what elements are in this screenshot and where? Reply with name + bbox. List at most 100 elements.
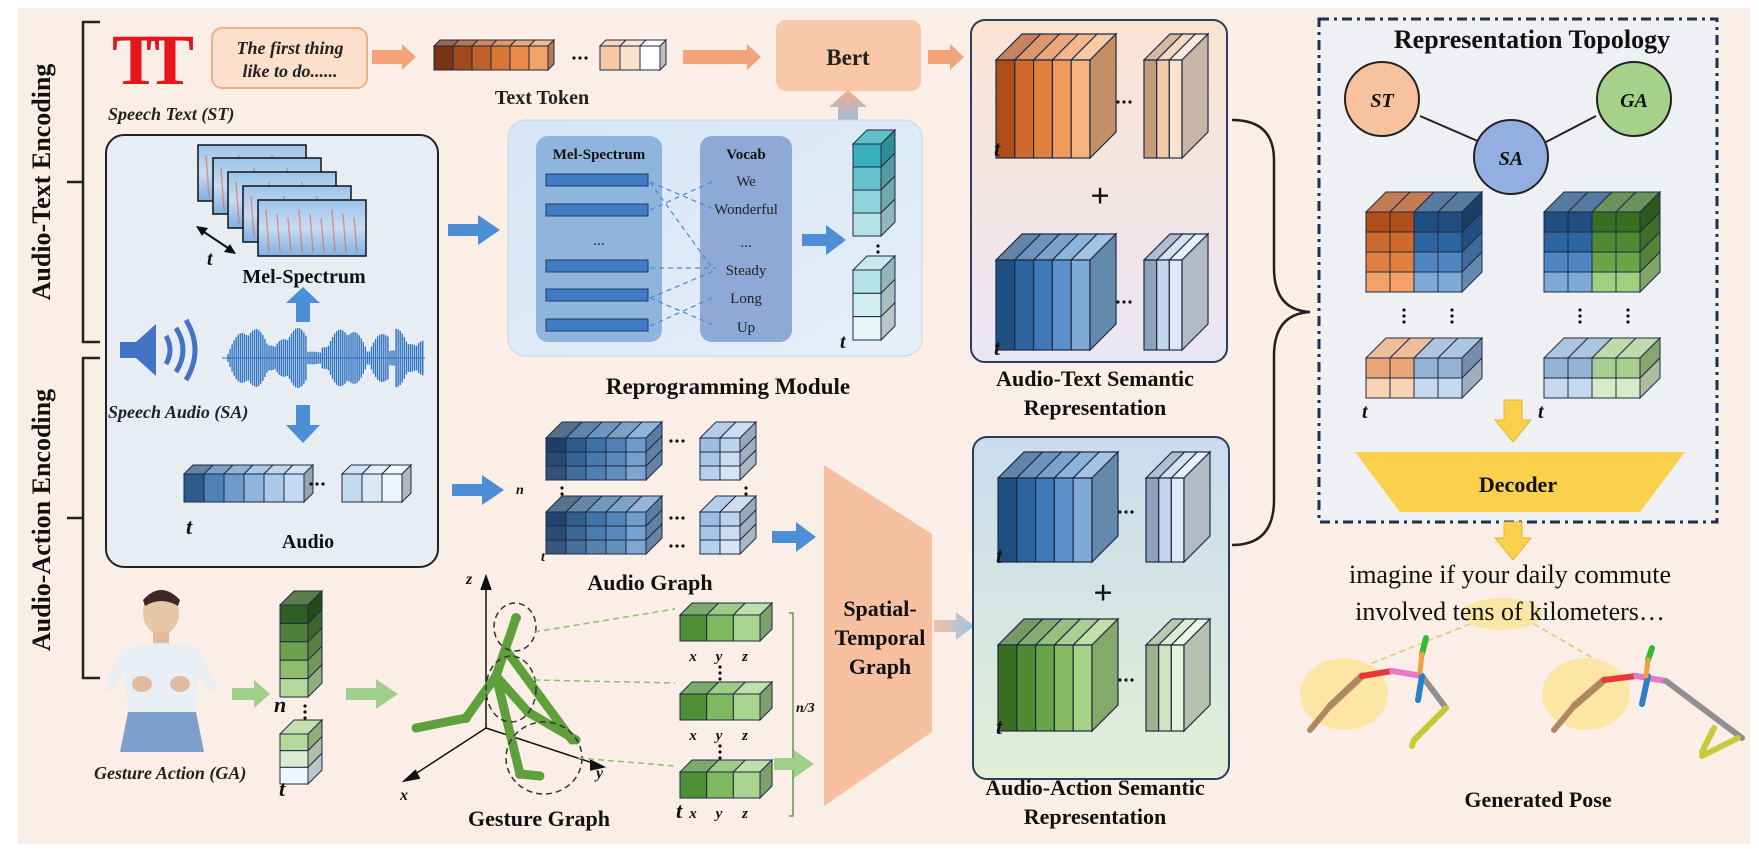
text-token-dots (572, 56, 588, 60)
axis-y-label: y (594, 765, 604, 782)
st-node-label: ST (1370, 90, 1394, 112)
at-t-top: t (994, 136, 1001, 161)
avatar-figure (104, 590, 218, 752)
aa-blue-dots (1118, 510, 1134, 514)
attention-dashed-lines (649, 179, 717, 327)
audio-down-arrow (286, 405, 320, 443)
audio-strip-tail (340, 463, 413, 504)
bert-up-arrow (829, 90, 867, 121)
at-orange-block-main (994, 32, 1118, 160)
caption-line-2: involved tens of kilometers… (1355, 597, 1665, 626)
xyz-block-2-y-label: y (714, 728, 723, 744)
text-token-strip (432, 38, 668, 72)
xyz-dots-1 (718, 665, 722, 681)
xyz-block-2 (678, 680, 774, 722)
representation-topology-title: Representation Topology (1394, 25, 1670, 54)
xyz-block-1-y-label: y (714, 649, 723, 665)
audio-graph-cube-top-left (544, 420, 664, 482)
speaker-icon (120, 318, 198, 382)
audio-graph-t-label: t (541, 550, 546, 565)
aa-blue-block-tail (1144, 450, 1212, 564)
audio-waveform (222, 328, 425, 388)
mel-token-bars (545, 173, 649, 332)
sa-node-label: SA (1499, 148, 1523, 170)
st-graph-label-line-1: Spatial- (843, 596, 916, 621)
st-graph-label-line-2: Temporal (835, 625, 926, 650)
audio-strip-main (182, 463, 315, 504)
gesture-column-top (278, 589, 324, 699)
xyz-bracket (789, 612, 794, 817)
arrow-to-st-graph (772, 522, 816, 552)
decoder-trapezoid (1355, 452, 1685, 512)
audio-graph-n-label: n (516, 483, 524, 498)
at-semantic-label-line-1: Audio-Text Semantic (996, 366, 1194, 391)
arrow-to-audio-graph (452, 475, 504, 505)
axis-x-label: x (399, 787, 408, 804)
at-plus-sign: + (1090, 178, 1109, 215)
aa-blue-block-main (996, 450, 1120, 564)
semantic-blocks (994, 32, 1212, 733)
aa-green-block-main (996, 617, 1120, 733)
axis-z-label: z (465, 571, 473, 588)
aa-plus-sign: + (1093, 575, 1112, 612)
at-semantic-label-line-2: Representation (1024, 395, 1167, 420)
vocab-title: Vocab (726, 147, 765, 163)
topology-sa-ga-cube (1542, 190, 1662, 294)
topology-left-dots-a (1402, 308, 1406, 324)
mel-token-bar-3 (545, 259, 649, 273)
mel-up-arrow (286, 287, 320, 322)
n-over-3-label: n/3 (796, 701, 815, 716)
xyz-block-3-z-label: z (741, 806, 748, 822)
reprogramming-mel-ellipsis: ... (593, 233, 604, 249)
joint-links (533, 608, 676, 767)
sa-node (1473, 119, 1549, 195)
gesture-column-bottom (278, 718, 324, 786)
gesture-graph-label: Gesture Graph (468, 806, 610, 831)
at-blue-block-tail (1142, 232, 1210, 352)
speech-text-label: Speech Text (ST) (108, 104, 234, 125)
topo-t-right: t (1538, 401, 1545, 423)
vocab-item-4: Steady (726, 263, 767, 279)
topology-edges (1419, 115, 1597, 143)
reprogramming-mel-title: Mel-Spectrum (553, 147, 646, 163)
audio-t-label: t (186, 514, 193, 539)
ga-node (1596, 61, 1672, 137)
reprogrammed-t-label: t (840, 331, 847, 353)
mel-spectrogram-stack (197, 144, 367, 257)
mel-t-label: t (207, 248, 214, 270)
gesture-n-label: n (274, 692, 286, 717)
at-blue-dots (1116, 300, 1132, 304)
arrow-to-output (1493, 521, 1533, 561)
arrow-xyz-to-st-graph (774, 750, 814, 778)
at-orange-block-tail (1142, 32, 1210, 160)
mel-spectrum-label: Mel-Spectrum (242, 266, 366, 288)
topo-t-left: t (1362, 401, 1369, 423)
reprogramming-module-label: Reprogramming Module (606, 374, 850, 399)
spectrogram-sheet-5 (257, 199, 367, 257)
xyz-block-1-x-label: x (688, 649, 697, 665)
gesture-column-dots (303, 704, 307, 720)
audio-graph-dots-bottom (669, 544, 685, 548)
topology-right-dots-a (1578, 308, 1582, 324)
generated-pose-label: Generated Pose (1464, 787, 1611, 812)
topology-sa-ga-slice (1542, 336, 1662, 400)
topology-st-sa-slice (1364, 336, 1484, 400)
arrow-to-gesture-tokens (232, 680, 270, 708)
text-token-label: Text Token (495, 87, 589, 109)
caption-line-1: imagine if your daily commute (1349, 560, 1671, 589)
topology-left-dots-b (1450, 308, 1454, 324)
vocab-item-2: Wonderful (714, 202, 778, 218)
generated-pose-left (1300, 635, 1449, 749)
spatial-temporal-graph-trapezoid (824, 465, 932, 806)
st-graph-label-line-3: Graph (849, 654, 911, 679)
speech-text-quote-line-2: like to do...... (243, 61, 338, 81)
gesture-token-column (278, 589, 324, 786)
vocab-item-3: ... (740, 235, 751, 251)
aa-green-dots (1118, 678, 1134, 682)
audio-label: Audio (282, 531, 334, 553)
st-node (1344, 61, 1420, 137)
aa-t-top: t (996, 543, 1003, 568)
audio-graph-dots-mid (669, 516, 685, 520)
